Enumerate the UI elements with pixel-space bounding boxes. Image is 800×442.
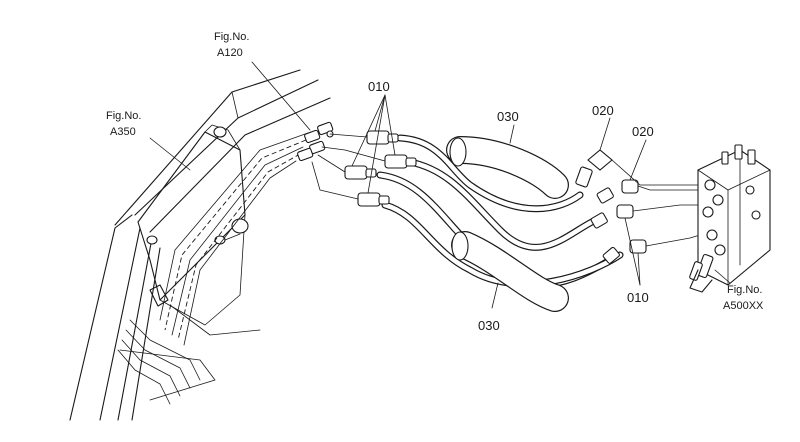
protective-sleeves: [446, 136, 569, 312]
label-020-a: 020: [592, 103, 614, 118]
leader-lines: [149, 61, 731, 309]
fig-a350-line2: A350: [110, 126, 136, 138]
control-valve: [689, 144, 771, 293]
fig-a500xx-line2: A500XX: [723, 300, 764, 312]
label-010-top: 010: [368, 79, 390, 94]
elbow-fittings: [575, 149, 701, 264]
arm-internal-pipes: [117, 132, 309, 405]
quick-couplers-upper: [311, 130, 417, 207]
loader-arm-frame: [69, 69, 331, 421]
label-030-top: 030: [497, 109, 519, 124]
callout-labels: Fig.No. A120 Fig.No. A350 Fig.No. A500XX…: [106, 31, 764, 333]
label-030-bottom: 030: [478, 318, 500, 333]
label-020-b: 020: [632, 124, 654, 139]
label-010-bottom: 010: [627, 290, 649, 305]
bulkhead-fittings: [297, 121, 334, 162]
fig-a120-line1: Fig.No.: [214, 31, 249, 43]
fig-a350-line1: Fig.No.: [106, 110, 141, 122]
fig-a500xx-line1: Fig.No.: [727, 284, 762, 296]
fig-a120-line2: A120: [217, 47, 243, 59]
